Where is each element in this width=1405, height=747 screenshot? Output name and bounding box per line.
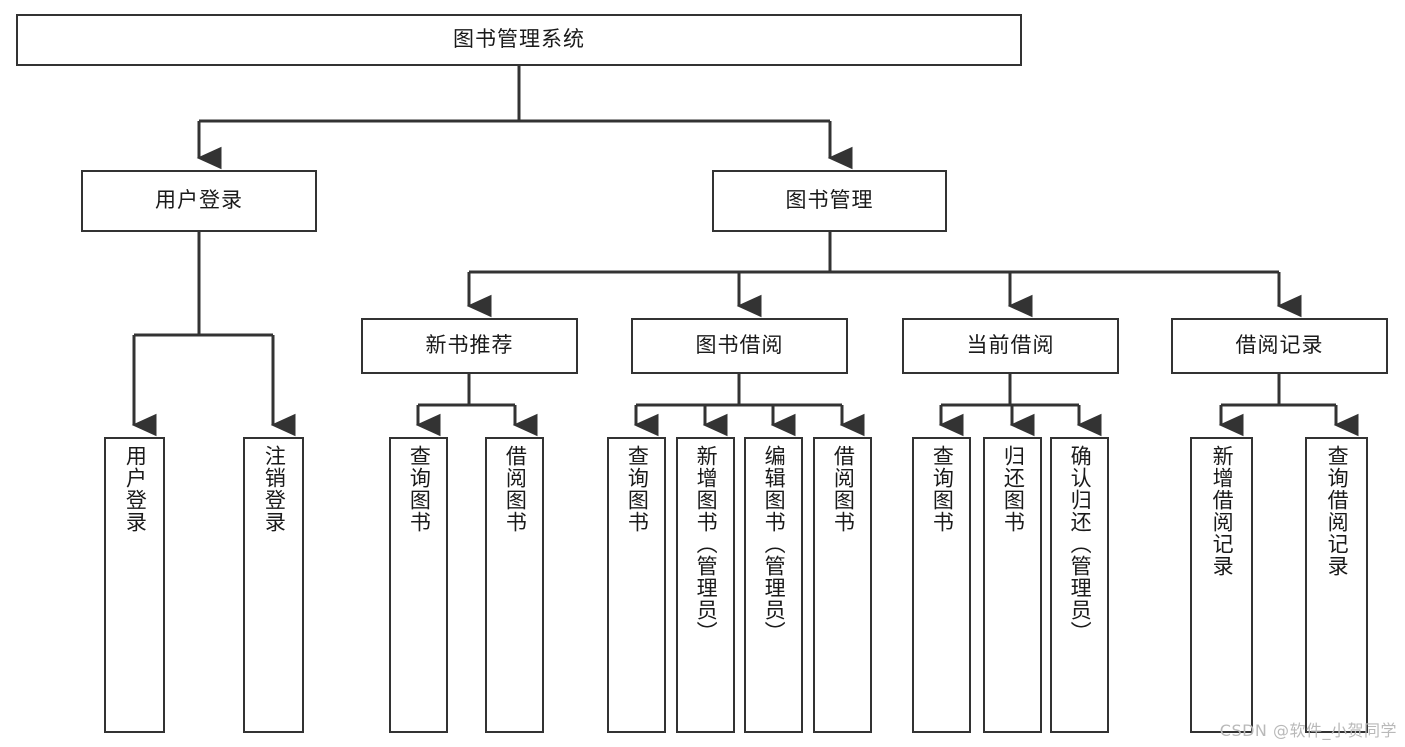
node-label: 借阅记录 xyxy=(1235,333,1324,358)
node-leaf-12[interactable]: 新增借阅记录 xyxy=(1190,437,1253,733)
node-leaf-11[interactable]: 确认归还（管理员） xyxy=(1050,437,1109,733)
node-label: 新增借阅记录 xyxy=(1210,445,1235,577)
node-label: 当前借阅 xyxy=(966,333,1055,358)
node-label: 图书管理系统 xyxy=(453,27,585,52)
node-label: 查询借阅记录 xyxy=(1325,445,1350,577)
node-label: 用户登录 xyxy=(155,188,243,213)
node-leaf-2[interactable]: 注销登录 xyxy=(243,437,304,733)
node-label: 注销登录 xyxy=(262,445,287,533)
node-label: 确认归还（管理员） xyxy=(1068,445,1093,643)
node-label: 借阅图书 xyxy=(503,445,528,533)
node-leaf-8[interactable]: 借阅图书 xyxy=(813,437,872,733)
node-book-borrow[interactable]: 图书借阅 xyxy=(631,318,848,374)
csdn-watermark: CSDN @软件_小贺同学 xyxy=(1219,721,1397,740)
node-leaf-13[interactable]: 查询借阅记录 xyxy=(1305,437,1368,733)
node-root[interactable]: 图书管理系统 xyxy=(16,14,1022,66)
node-label: 图书管理 xyxy=(785,188,874,213)
node-label: 查询图书 xyxy=(407,445,432,533)
node-new-book-rec[interactable]: 新书推荐 xyxy=(361,318,578,374)
node-leaf-10[interactable]: 归还图书 xyxy=(983,437,1042,733)
node-label: 归还图书 xyxy=(1001,445,1026,533)
node-label: 新增图书（管理员） xyxy=(694,445,719,643)
node-label: 编辑图书（管理员） xyxy=(762,445,787,643)
node-label: 用户登录 xyxy=(123,445,148,533)
node-label: 查询图书 xyxy=(930,445,955,533)
node-leaf-6[interactable]: 新增图书（管理员） xyxy=(676,437,735,733)
node-leaf-9[interactable]: 查询图书 xyxy=(912,437,971,733)
node-book-mgmt[interactable]: 图书管理 xyxy=(712,170,947,232)
node-label: 图书借阅 xyxy=(695,333,784,358)
node-leaf-4[interactable]: 借阅图书 xyxy=(485,437,544,733)
node-borrow-log[interactable]: 借阅记录 xyxy=(1171,318,1388,374)
node-leaf-1[interactable]: 用户登录 xyxy=(104,437,165,733)
node-label: 新书推荐 xyxy=(425,333,514,358)
node-leaf-5[interactable]: 查询图书 xyxy=(607,437,666,733)
node-leaf-3[interactable]: 查询图书 xyxy=(389,437,448,733)
node-leaf-7[interactable]: 编辑图书（管理员） xyxy=(744,437,803,733)
node-label: 查询图书 xyxy=(625,445,650,533)
node-user-login[interactable]: 用户登录 xyxy=(81,170,317,232)
node-cur-borrow[interactable]: 当前借阅 xyxy=(902,318,1119,374)
node-label: 借阅图书 xyxy=(831,445,856,533)
